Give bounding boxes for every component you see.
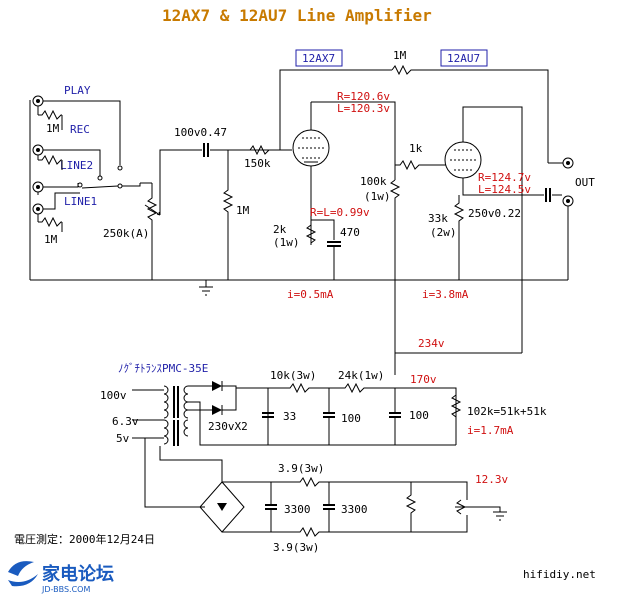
coupling-cap-label: 100v0.47 (174, 126, 227, 139)
bridge-rectifier (199, 481, 245, 533)
input-resistor-label: 1M (46, 122, 60, 135)
v2-cathode-resistor (453, 195, 465, 280)
heater-output (455, 499, 507, 521)
v1-plate-voltage-l: L=120.3v (337, 102, 390, 115)
logo-text: 家电论坛 (42, 563, 114, 585)
tube-12ax7 (292, 102, 330, 245)
grid-stopper-resistor (249, 144, 270, 156)
coupling-capacitor (160, 143, 270, 157)
bleeder-current: i=1.7mA (467, 424, 514, 437)
rectifier-label: 230vX2 (208, 420, 248, 433)
tube-label-box-12ax7 (295, 49, 343, 67)
input-label-rec: REC (70, 123, 90, 136)
v1-plate-load-label: 100k (360, 175, 387, 188)
feedback-resistor (391, 64, 549, 163)
input-resistor-label-b: 1M (44, 233, 58, 246)
psu-res2-label: 24k(1w) (338, 369, 384, 382)
tube-label-12ax7: 12AX7 (302, 52, 335, 65)
heater-cap2-label: 3300 (341, 503, 368, 516)
transformer-label: ﾉｸﾞﾁﾄﾗﾝｽPMC-35E (118, 362, 208, 375)
heater-voltage: 12.3v (475, 473, 508, 486)
diagram-title: 12AX7 & 12AU7 Line Amplifier (162, 6, 432, 25)
grid-leak-label: 1M (236, 204, 250, 217)
tube-12au7 (444, 106, 527, 353)
heater-res-bottom-label: 3.9(3w) (273, 541, 319, 554)
v1-cathode-res-label: 2k (273, 223, 287, 236)
ground-symbol (199, 280, 213, 296)
feedback-resistor-label: 1M (393, 49, 407, 62)
tube-label-12au7: 12AU7 (447, 52, 480, 65)
psu-cap-1 (262, 412, 274, 418)
v1-cathode-capacitor (327, 241, 341, 247)
psu-series-resistors (268, 382, 457, 445)
psu-res1-label: 10k(3w) (270, 369, 316, 382)
output-label: OUT (575, 176, 595, 189)
grid-stopper-label: 150k (244, 157, 271, 170)
psu-cap1-label: 33 (283, 410, 296, 423)
volume-pot-label: 250k(A) (103, 227, 149, 240)
input-label-line1: LINE1 (64, 195, 97, 208)
rectifier-diode-2 (212, 405, 222, 415)
bleeder-label: 102k=51k+51k (467, 405, 547, 418)
tx-tap-63v: 6.3v (112, 415, 139, 428)
v1-cathode-cap-label: 470 (340, 226, 360, 239)
bleeder-resistor (450, 394, 462, 418)
power-transformer (132, 385, 189, 446)
input-label-play: PLAY (64, 84, 91, 97)
heater-cap1-label: 3300 (284, 503, 311, 516)
b-plus-voltage: 234v (418, 337, 445, 350)
v2-cathode-voltage-r: R=124.7v (478, 171, 531, 184)
v2-cathode-voltage-l: L=124.5v (478, 183, 531, 196)
psu-170v: 170v (410, 373, 437, 386)
psu-cap-2 (323, 412, 335, 418)
output-capacitor (545, 188, 551, 202)
v2-grid-resistor (395, 159, 448, 171)
forum-logo: 家电论坛 JD-BBS.COM (8, 561, 114, 594)
v1-plate-load-resistor (389, 179, 401, 350)
input-selector-switch (77, 165, 141, 189)
v1-cathode-resistor (305, 224, 317, 244)
v2-cathode-res-w: (2w) (430, 226, 457, 239)
input-resistor-play (38, 109, 62, 121)
volume-pot (140, 149, 200, 280)
heater-cap-2 (323, 504, 335, 510)
v1-current: i=0.5mA (287, 288, 334, 301)
output-cap-label: 250v0.22 (468, 207, 521, 220)
measure-date: 電圧測定：2000年12月24日 (14, 532, 155, 546)
rectifier-diode-1 (212, 381, 222, 391)
v1-plate-voltage-r: R=120.6v (337, 90, 390, 103)
heater-res-top (222, 476, 468, 500)
heater-cap-1 (265, 504, 277, 510)
input-label-line2: LINE2 (60, 159, 93, 172)
psu-cap2-label: 100 (341, 412, 361, 425)
tx-tap-100v: 100v (100, 389, 127, 402)
v1-plate-load-w: (1w) (364, 190, 391, 203)
heater-res-top-label: 3.9(3w) (278, 462, 324, 475)
output-jacks (548, 157, 574, 280)
tube-label-box-12au7 (440, 49, 488, 67)
heater-res-bottom (222, 515, 468, 538)
watermark: hifidiy.net (523, 568, 596, 581)
v2-current: i=3.8mA (422, 288, 469, 301)
tx-tap-5v: 5v (116, 432, 130, 445)
v2-grid-res-label: 1k (409, 142, 423, 155)
logo-subtext: JD-BBS.COM (41, 585, 90, 594)
grid-leak-resistor (222, 150, 234, 280)
v2-cathode-res-label: 33k (428, 212, 448, 225)
v1-cathode-voltage: R=L=0.99v (310, 206, 370, 219)
psu-cap-3 (389, 412, 401, 418)
psu-cap3-label: 100 (409, 409, 429, 422)
v1-cathode-res-w: (1w) (273, 236, 300, 249)
